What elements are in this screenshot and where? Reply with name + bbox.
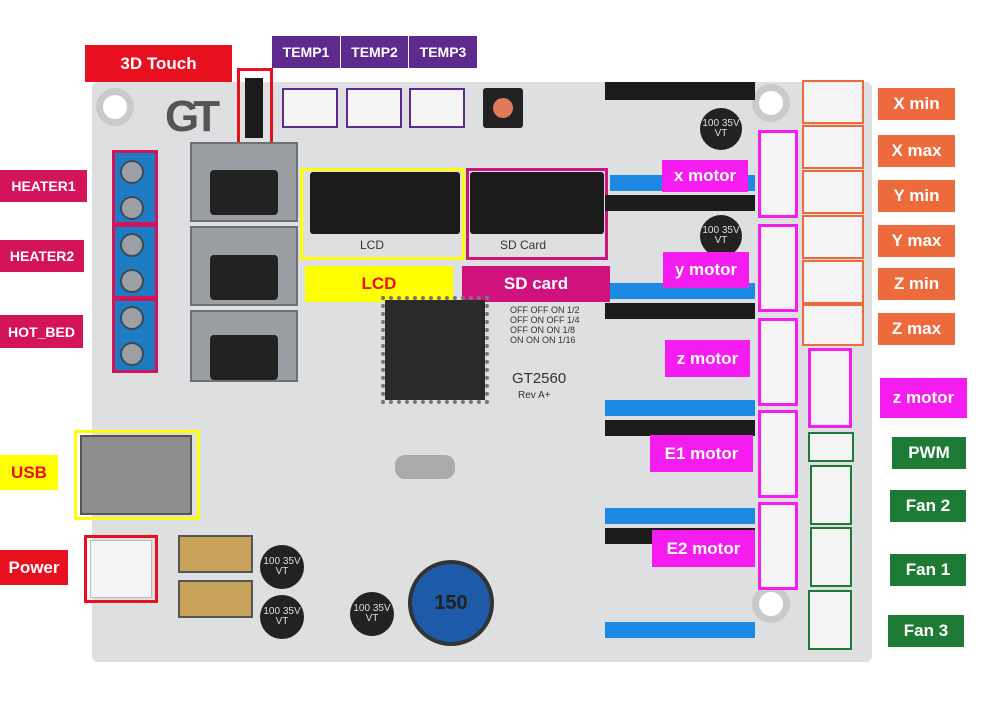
capacitor: 100 35V VT [260,595,304,639]
label-fan2: Fan 2 [890,490,966,522]
label-heater1: HEATER1 [0,170,87,202]
sd-card-outline [466,168,608,260]
label-sd-card: SD card [462,266,610,302]
y-max-connector [802,215,864,259]
screw [120,196,144,220]
driver-header [605,195,755,211]
fuse [178,535,253,573]
label-fan1: Fan 1 [890,554,966,586]
board-revision: Rev A+ [518,390,551,401]
mcu-chip [381,296,489,404]
driver-header [605,508,755,524]
x-max-connector [802,125,864,169]
x-motor-connector [758,130,798,218]
driver-header [605,420,755,436]
label-3d-touch: 3D Touch [85,45,232,82]
usb-port [80,435,192,515]
gt-logo: GT [165,92,220,141]
jumper-row: ON ON ON 1/16 [510,335,576,345]
driver-header [605,400,755,416]
screw [120,233,144,257]
mosfet [210,255,278,300]
label-z-motor-2: z motor [880,378,967,418]
capacitor: 100 35V VT [260,545,304,589]
label-x-min: X min [878,88,955,120]
fuse [178,580,253,618]
label-temp1: TEMP1 [272,36,340,68]
jumper-table: OFF OFF ON 1/2 OFF ON OFF 1/4 OFF ON ON … [510,305,580,345]
fan3-connector [808,590,852,650]
screw [120,160,144,184]
label-e2-motor: E2 motor [652,530,755,567]
sd-card-header [470,172,604,234]
label-pwm: PWM [892,437,966,469]
y-motor-connector [758,224,798,312]
screw [120,269,144,293]
label-z-max: Z max [878,313,955,345]
crystal [395,455,455,479]
z-max-connector [802,304,864,346]
pwm-connector [808,432,854,462]
fan2-connector [810,465,852,525]
label-x-motor: x motor [662,160,748,192]
e2-motor-connector [758,502,798,590]
label-y-motor: y motor [663,252,749,288]
mount-hole [96,88,134,126]
capacitor: 100 35V VT [700,215,742,257]
label-heater2: HEATER2 [0,240,84,272]
label-hot-bed: HOT_BED [0,315,83,348]
label-x-max: X max [878,135,955,167]
heater1-outline [112,150,158,225]
driver-header [605,622,755,638]
driver-header [605,303,755,319]
fan1-connector [810,527,852,587]
z-min-connector [802,260,864,304]
e1-motor-connector [758,410,798,498]
power-outline [84,535,158,603]
capacitor: 100 35V VT [350,592,394,636]
label-lcd: LCD [305,266,453,302]
label-temp2: TEMP2 [341,36,408,68]
jumper-row: OFF ON ON 1/8 [510,325,576,335]
label-usb: USB [0,455,58,490]
label-temp3: TEMP3 [409,36,477,68]
label-y-min: Y min [878,180,955,212]
label-fan3: Fan 3 [888,615,964,647]
z-motor-connector [758,318,798,406]
lcd-header [310,172,460,234]
label-e1-motor: E1 motor [650,435,753,472]
sd-silkscreen: SD Card [500,238,547,252]
lcd-silkscreen: LCD [360,238,385,252]
mosfet [210,335,278,380]
screw [120,342,144,366]
driver-header [605,82,755,100]
lcd-outline [300,168,465,260]
temp1-connector [282,88,338,128]
mount-hole [752,84,790,122]
label-z-motor: z motor [665,340,750,377]
inductor: 150 [408,560,494,646]
heater2-outline [112,224,158,299]
x-min-connector [802,80,864,124]
temp3-connector [409,88,465,128]
mount-hole [752,585,790,623]
board-model: GT2560 [512,370,567,387]
3d-touch-header [245,78,263,138]
power-connector [90,540,152,598]
3d-touch-outline [237,68,273,146]
jumper-row: OFF OFF ON 1/2 [510,305,580,315]
y-min-connector [802,170,864,214]
jumper-row: OFF ON OFF 1/4 [510,315,580,325]
reset-button [483,88,523,128]
temp2-connector [346,88,402,128]
label-power: Power [0,550,68,585]
label-y-max: Y max [878,225,955,257]
capacitor: 100 35V VT [700,108,742,150]
label-z-min: Z min [878,268,955,300]
hot-bed-outline [112,298,158,373]
z-motor-2-connector [808,348,852,428]
mosfet [210,170,278,215]
usb-outline [74,430,200,520]
screw [120,306,144,330]
